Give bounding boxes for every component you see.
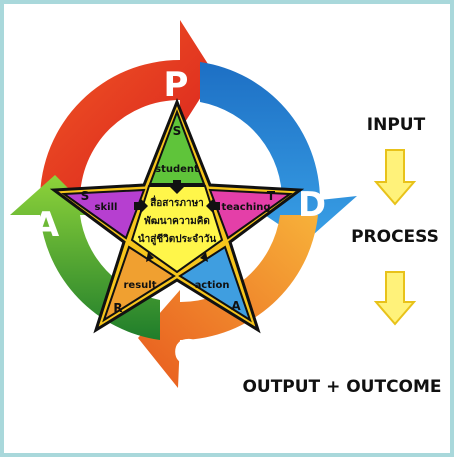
- cycle-letter-a: A: [33, 205, 60, 245]
- star-center: [130, 185, 224, 274]
- flow-arrow-down-icon-2: [373, 271, 417, 326]
- center-text-line-3: นำสู่ชีวิตประจำวัน: [138, 233, 217, 246]
- plan-segment: [40, 20, 215, 200]
- star-letter-skill: S: [81, 189, 90, 203]
- cycle-letter-d: D: [298, 185, 326, 225]
- cycle-letter-c: C: [174, 333, 199, 373]
- inner-arrow-up-left-icon: [146, 252, 154, 262]
- do-segment: [200, 62, 357, 242]
- wedge-result: [102, 245, 176, 323]
- flow-arrow-down-icon: [373, 149, 417, 206]
- star-label-student: student: [155, 164, 199, 175]
- wedge-skill: [61, 188, 146, 240]
- star-label-action: action: [195, 280, 230, 291]
- inner-arrow-left-icon: [206, 198, 220, 214]
- flow-process-label: PROCESS: [351, 227, 439, 247]
- inner-arrow-down-icon: [169, 180, 185, 194]
- wedge-action: [178, 245, 252, 323]
- inner-arrow-right-icon: [134, 198, 148, 214]
- star-letter-result: R: [113, 301, 122, 315]
- star-letter-student: S: [173, 124, 182, 138]
- center-text-line-2: พัฒนาความคิด: [144, 215, 210, 227]
- wedge-teaching: [208, 188, 293, 240]
- star-letter-action: A: [231, 299, 241, 313]
- star-label-skill: skill: [95, 202, 118, 213]
- inner-arrow-up-icon: [200, 252, 208, 262]
- center-text-line-1: สื่อสารภาษา: [150, 195, 204, 209]
- star-label-result: result: [124, 280, 157, 291]
- star-letter-teaching: T: [267, 189, 276, 203]
- flow-input-label: INPUT: [367, 115, 426, 135]
- flow-output-label: OUTPUT + OUTCOME: [242, 377, 441, 397]
- cycle-letter-p: P: [164, 65, 189, 105]
- star-label-teaching: teaching: [221, 202, 270, 213]
